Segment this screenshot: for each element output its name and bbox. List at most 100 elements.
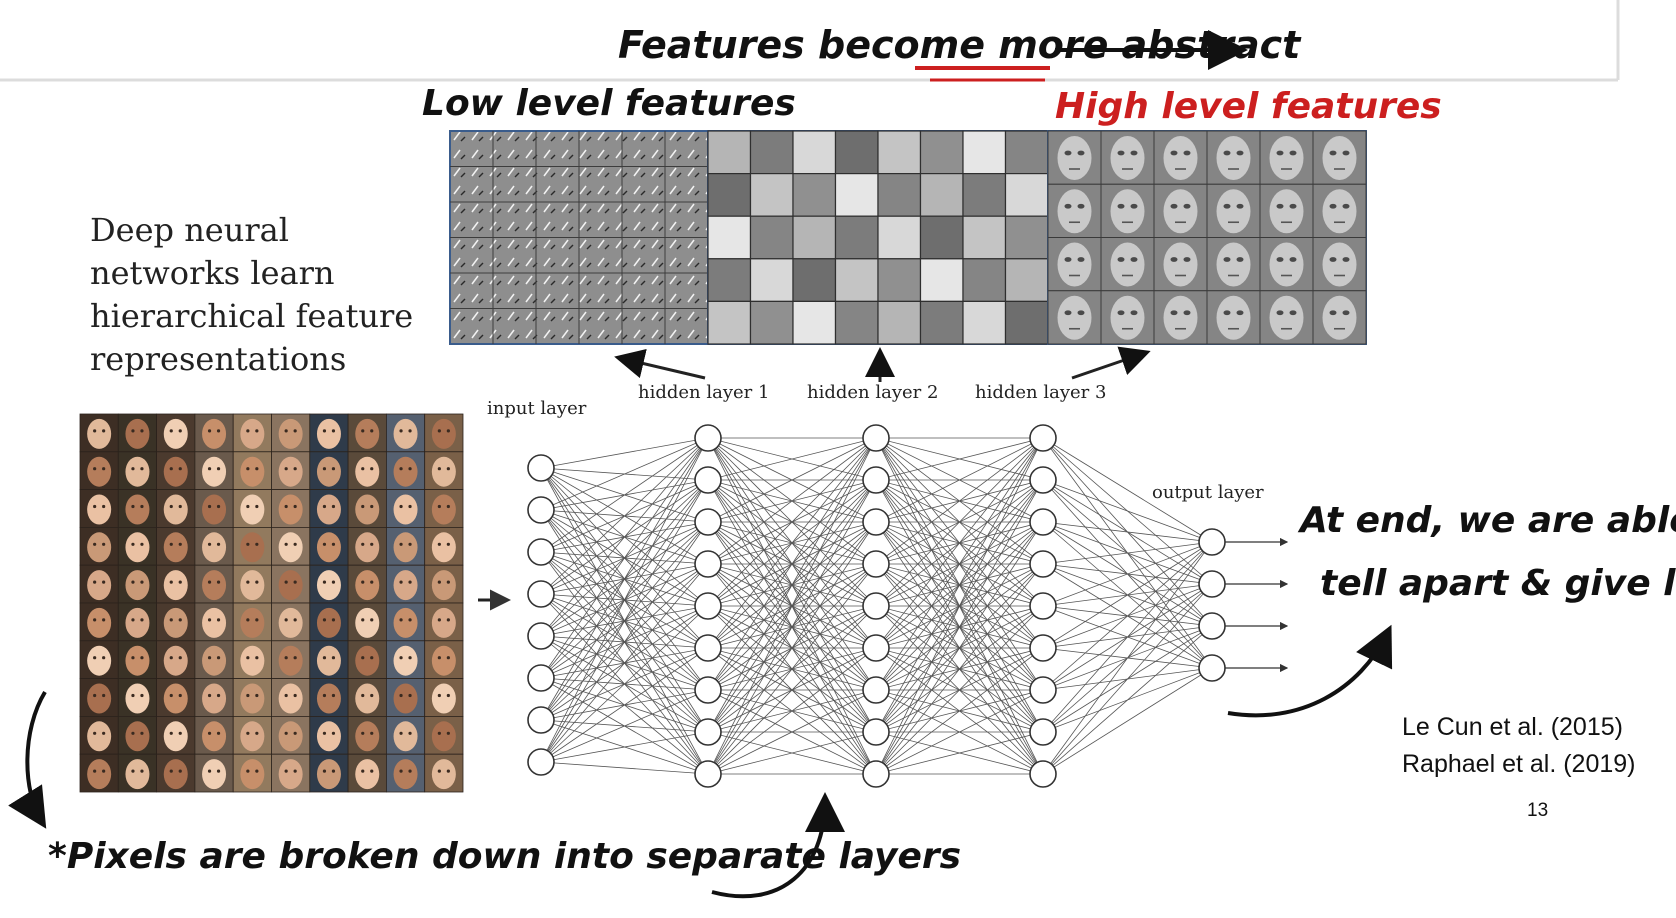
output-neuron <box>1198 612 1226 640</box>
mid-feature-cell <box>962 258 1007 302</box>
connection <box>875 437 1044 691</box>
hidden-neuron <box>1029 466 1057 494</box>
input-neuron <box>527 748 555 776</box>
mid-feature-cell <box>749 130 794 175</box>
hidden-neuron <box>694 424 722 452</box>
face-feature <box>1216 136 1251 180</box>
connection <box>707 479 877 775</box>
mid-feature-cell <box>962 173 1007 217</box>
connection <box>1042 625 1213 775</box>
connection <box>707 437 877 691</box>
mid-feature-cell <box>749 300 794 345</box>
hidden-neuron <box>862 424 890 452</box>
hidden-neuron <box>862 550 890 578</box>
mid-feature-cell <box>877 130 922 175</box>
mid-feature-cell <box>834 173 879 217</box>
face-feature <box>1322 242 1357 287</box>
connection <box>875 521 1044 775</box>
hidden-neuron <box>862 718 890 746</box>
connection <box>875 437 1044 733</box>
mid-feature-cell <box>792 215 837 260</box>
low-level-feature-grid <box>449 130 709 345</box>
mid-feature-cell <box>919 130 964 175</box>
bottom-annotation: *Pixels are broken down into separate la… <box>48 836 961 877</box>
connection <box>875 437 1044 565</box>
input-layer-label: input layer <box>487 398 587 419</box>
input-neuron <box>527 664 555 692</box>
hidden-neuron <box>694 466 722 494</box>
connection <box>875 647 1044 775</box>
connection <box>1042 437 1213 543</box>
input-neuron <box>527 580 555 608</box>
face-feature <box>1269 295 1304 340</box>
connection <box>875 437 1044 775</box>
connection <box>875 563 1044 775</box>
output-note-arrow <box>1227 624 1393 718</box>
connection <box>540 521 709 763</box>
connection <box>1042 541 1213 607</box>
mid-feature-cell <box>749 173 794 217</box>
hidden1-arrow <box>614 348 706 380</box>
connection <box>540 437 709 637</box>
mid-feature-cell <box>707 130 752 175</box>
connection <box>1042 541 1213 565</box>
mid-feature-cell <box>919 173 964 217</box>
pixels-down-arrow <box>8 690 47 829</box>
slide-title: Deep neural networks learn hierarchical … <box>90 211 413 378</box>
connection <box>707 605 877 775</box>
connection <box>875 437 1044 649</box>
face-feature <box>1057 295 1092 340</box>
connection <box>875 437 1044 607</box>
mid-feature-cell <box>919 215 964 260</box>
face-feature <box>1110 136 1145 180</box>
mid-feature-cell <box>707 300 752 345</box>
output-layer-label: output layer <box>1152 482 1264 503</box>
connection <box>540 437 709 763</box>
mid-feature-cell <box>877 258 922 302</box>
hidden-layer-1-label: hidden layer 1 <box>638 382 769 403</box>
mid-feature-cell <box>919 258 964 302</box>
connection <box>1042 541 1213 649</box>
neural-network-diagram <box>527 424 1289 788</box>
mid-level-feature-grid <box>707 130 1049 345</box>
connection <box>707 437 877 733</box>
face-feature <box>1110 242 1145 287</box>
mid-feature-cell <box>792 258 837 302</box>
hidden-neuron <box>1029 508 1057 536</box>
hidden-neuron <box>1029 676 1057 704</box>
connection <box>875 689 1044 775</box>
title-line-1: Deep neural <box>90 211 289 249</box>
hidden3-arrow <box>1071 346 1151 380</box>
input-neuron <box>527 622 555 650</box>
output-neuron <box>1198 654 1226 682</box>
connection <box>875 479 1044 775</box>
connection <box>707 731 877 775</box>
hidden-neuron <box>862 466 890 494</box>
connection <box>707 521 877 775</box>
mid-feature-cell <box>919 300 964 345</box>
mid-feature-cell <box>834 215 879 260</box>
face-feature <box>1057 189 1092 234</box>
face-feature <box>1216 189 1251 234</box>
citation-1: Le Cun et al. (2015) <box>1402 713 1623 741</box>
hidden-neuron <box>1029 424 1057 452</box>
feature-panels <box>449 130 1367 345</box>
face-feature <box>1216 295 1251 340</box>
connection <box>1042 521 1213 543</box>
face-feature <box>1322 189 1357 234</box>
hidden-neuron <box>862 508 890 536</box>
connection <box>540 689 709 763</box>
input-neuron <box>527 454 555 482</box>
connection <box>540 761 709 775</box>
hidden-neuron <box>694 634 722 662</box>
mid-feature-cell <box>1004 300 1049 345</box>
face-feature <box>1163 295 1198 340</box>
connection <box>707 563 877 775</box>
hidden-neuron <box>694 718 722 746</box>
hidden-neuron <box>1029 592 1057 620</box>
citation-2: Raphael et al. (2019) <box>1402 750 1635 778</box>
input-neuron <box>527 496 555 524</box>
mid-feature-cell <box>834 300 879 345</box>
face-feature <box>1269 189 1304 234</box>
connection <box>540 437 709 595</box>
